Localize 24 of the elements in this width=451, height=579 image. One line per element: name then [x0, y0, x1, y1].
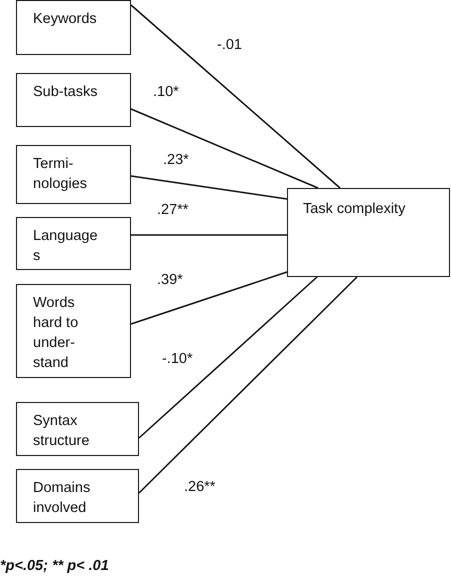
box-text: Words hard to under- stand [33, 294, 80, 373]
box-text: Language s [33, 227, 99, 266]
box-text: Termi- nologies [33, 155, 88, 194]
connector-line [138, 276, 358, 494]
outcome-box [287, 188, 450, 277]
box-text: Keywords [33, 10, 98, 29]
factor-box [16, 145, 131, 204]
factor-box [16, 217, 131, 270]
connector-line [130, 108, 318, 189]
box-text: Task complexity [303, 200, 406, 219]
connector-line [130, 175, 288, 200]
box-text: Sub-tasks [33, 83, 98, 102]
factor-box [16, 73, 131, 127]
factor-box [16, 284, 131, 378]
box-text: Syntax structure [33, 412, 90, 451]
factor-box [16, 402, 139, 456]
connector-line [138, 276, 318, 439]
factor-box [16, 0, 131, 55]
connector-line [130, 271, 288, 325]
factor-box [16, 469, 139, 523]
connector-line [131, 234, 287, 236]
connector-line [130, 4, 340, 189]
box-text: Domains involved [33, 479, 92, 518]
significance-note: *p<.05; ** p< .01 [0, 558, 109, 574]
